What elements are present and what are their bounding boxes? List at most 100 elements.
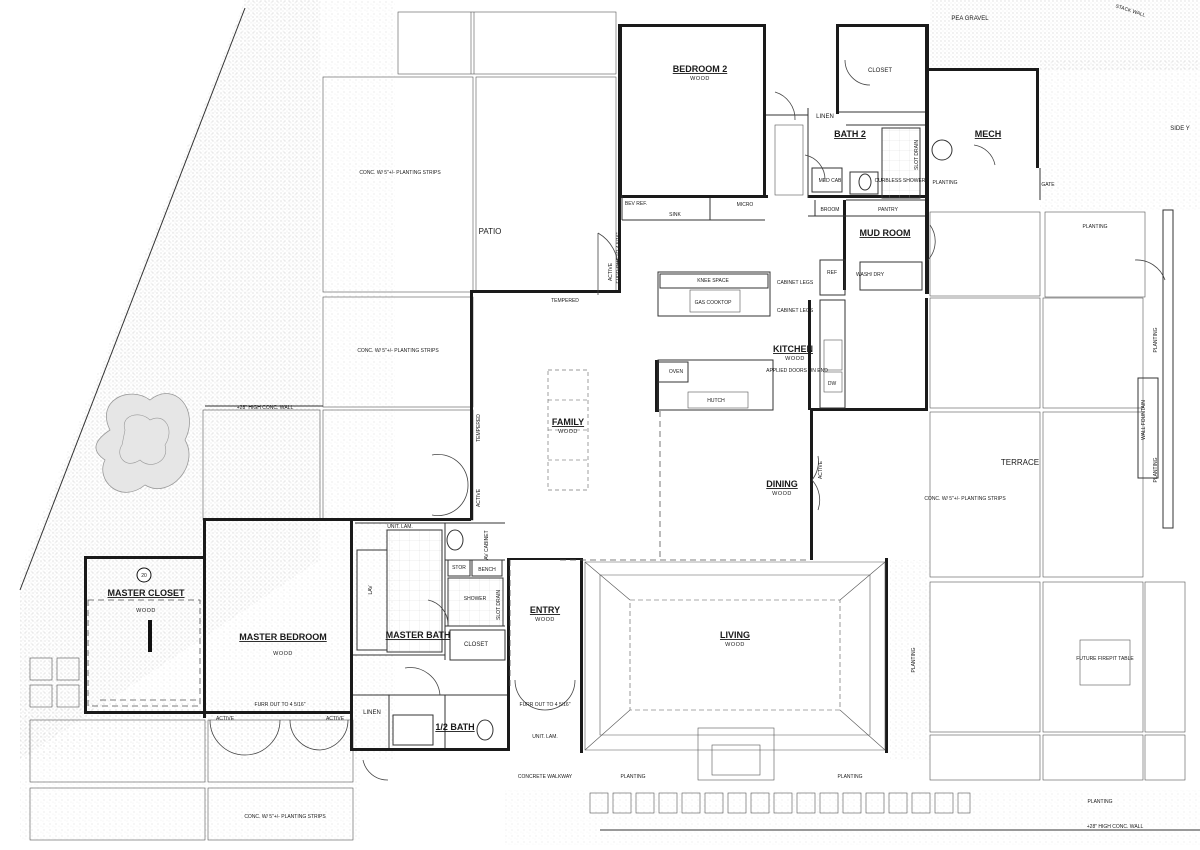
- room-linen-bottom-label: LINEN: [363, 710, 381, 716]
- patio-grid: [29, 11, 1186, 841]
- note-planting-5: PLANTING: [1087, 799, 1112, 805]
- room-master-bedroom-floor: WOOD: [273, 651, 293, 657]
- room-closet-mb-label: CLOSET: [464, 642, 488, 648]
- note-lav: LAV: [368, 585, 374, 595]
- room-mud-room-label: MUD ROOM: [860, 228, 911, 238]
- note-active-3: ACTIVE: [818, 460, 824, 479]
- note-hutch: HUTCH: [707, 398, 725, 404]
- tree-icon: [95, 393, 190, 493]
- note-active-1: ACTIVE: [608, 262, 614, 281]
- room-bedroom2-label: BEDROOM 2: [673, 64, 728, 74]
- note-gas-cooktop: GAS COOKTOP: [695, 300, 733, 306]
- note-dw: DW: [828, 381, 837, 387]
- note-knee-space: KNEE SPACE: [697, 278, 729, 284]
- room-half-bath-label: 1/2 BATH: [435, 722, 474, 732]
- note-furr-out-3: FURR OUT TO 4 5/16": [520, 702, 571, 708]
- area-terrace-label: TERRACE: [1001, 458, 1039, 467]
- room-master-bedroom-label: MASTER BEDROOM: [239, 632, 327, 642]
- kitchen-island: [657, 124, 923, 411]
- room-mech-label: MECH: [975, 129, 1002, 139]
- note-planting-1: PLANTING: [932, 180, 957, 186]
- room-bath2-label: BATH 2: [834, 129, 866, 139]
- note-cabinet-legs-1: CABINET LEGS: [777, 280, 814, 286]
- room-living-label: LIVING: [720, 630, 750, 640]
- room-bedroom2-floor: WOOD: [690, 76, 710, 82]
- room-master-closet-label: MASTER CLOSET: [107, 588, 185, 598]
- area-patio-label: PATIO: [479, 227, 502, 236]
- note-planting-3: PLANTING: [620, 774, 645, 780]
- note-planting-2: PLANTING: [1082, 224, 1107, 230]
- room-kitchen-floor: WOOD: [785, 356, 805, 362]
- note-oven: OVEN: [669, 369, 684, 375]
- master-bath-fixtures: [356, 529, 506, 746]
- note-tempered-2: TEMPERED: [476, 414, 482, 442]
- pavers: [29, 657, 971, 814]
- note-furr-out-1: FURR OUT TO 4 5/16": [616, 232, 622, 283]
- note-micro: MICRO: [737, 202, 754, 208]
- note-shower: SHOWER: [464, 596, 487, 602]
- note-wash-dry: WASH/ DRY: [856, 272, 885, 278]
- note-unit-lam-1: UNIT. LAM.: [387, 524, 413, 530]
- note-bev-ref: BEV REF.: [625, 201, 647, 207]
- note-broom: BROOM: [821, 207, 840, 213]
- room-entry-label: ENTRY: [530, 605, 560, 615]
- note-ref: REF: [827, 270, 837, 276]
- note-planting-6: PLANTING: [911, 647, 917, 672]
- room-family-label: FAMILY: [552, 417, 584, 427]
- note-high-wall-left: +28" HIGH CONC. WALL: [237, 405, 294, 411]
- note-conc-strips-1: CONC. W/ 5"+/- PLANTING STRIPS: [359, 170, 441, 176]
- room-linen-top-label: LINEN: [816, 114, 834, 120]
- closet-marker-icon: [136, 567, 152, 583]
- note-applied-doors: APPLIED DOORS ON END: [766, 368, 828, 374]
- note-wall-fountain: WALL FOUNTAIN: [1141, 400, 1147, 440]
- note-sink: SINK: [669, 212, 681, 218]
- note-concrete-walkway: CONCRETE WALKWAY: [518, 774, 573, 780]
- stack-wall-left: [19, 7, 246, 591]
- room-closet-b2-label: CLOSET: [868, 68, 892, 74]
- room-dining-label: DINING: [766, 479, 798, 489]
- note-planting-4: PLANTING: [837, 774, 862, 780]
- note-gate: GATE: [1041, 182, 1055, 188]
- note-conc-strips-4: CONC. W/ 5"+/- PLANTING STRIPS: [244, 814, 326, 820]
- room-family-floor: WOOD: [558, 429, 578, 435]
- note-planting-7: PLANTING: [1153, 327, 1159, 352]
- note-med-cab: MED CAB: [819, 178, 842, 184]
- note-active-2: ACTIVE: [476, 488, 482, 507]
- room-master-closet-floor: WOOD: [136, 608, 156, 614]
- note-active-4: ACTIVE: [216, 716, 235, 722]
- room-dining-floor: WOOD: [772, 491, 792, 497]
- note-side: SIDE Y: [1170, 126, 1190, 132]
- door-swings: [209, 59, 1166, 781]
- room-kitchen-label: KITCHEN: [773, 344, 813, 354]
- note-tempered-1: TEMPERED: [551, 298, 579, 304]
- note-cabinet-legs-2: CABINET LEGS: [777, 308, 814, 314]
- bath2-fixtures: [811, 127, 953, 199]
- ceiling-lines: [87, 411, 810, 707]
- room-entry-floor: WOOD: [535, 617, 555, 623]
- note-slot-drain-2: SLOT DRAIN: [496, 590, 502, 620]
- room-master-bath-label: MASTER BATH: [386, 630, 451, 640]
- note-planting-8: PLANTING: [1153, 457, 1159, 482]
- note-high-wall-bottom: +28" HIGH CONC. WALL: [1087, 824, 1144, 830]
- note-av-cabinet: AV CABINET: [484, 530, 490, 559]
- note-stor: STOR: [452, 565, 466, 571]
- note-conc-strips-3: CONC. W/ 5"+/- PLANTING STRIPS: [924, 496, 1006, 502]
- note-slot-drain-1: SLOT DRAIN: [914, 140, 920, 170]
- note-unit-lam-2: UNIT. LAM.: [532, 734, 558, 740]
- note-pantry: PANTRY: [878, 207, 898, 213]
- interior-walls: [353, 108, 925, 748]
- right-wing: [1039, 168, 1174, 686]
- closet-rod: [148, 620, 152, 652]
- note-active-5: ACTIVE: [326, 716, 345, 722]
- closet-marker-text: 20: [141, 573, 147, 579]
- living-ceiling: [584, 561, 886, 781]
- note-conc-strips-2: CONC. W/ 5"+/- PLANTING STRIPS: [357, 348, 439, 354]
- note-curbless-shower: CURBLESS SHOWER: [875, 178, 926, 184]
- note-future-firepit: FUTURE FIREPIT TABLE: [1076, 656, 1134, 662]
- note-bench: BENCH: [478, 567, 496, 573]
- note-furr-out-2: FURR OUT TO 4 5/16": [255, 702, 306, 708]
- note-pea-gravel: PEA GRAVEL: [951, 16, 989, 22]
- exterior-walls: [84, 24, 1039, 753]
- room-living-floor: WOOD: [725, 642, 745, 648]
